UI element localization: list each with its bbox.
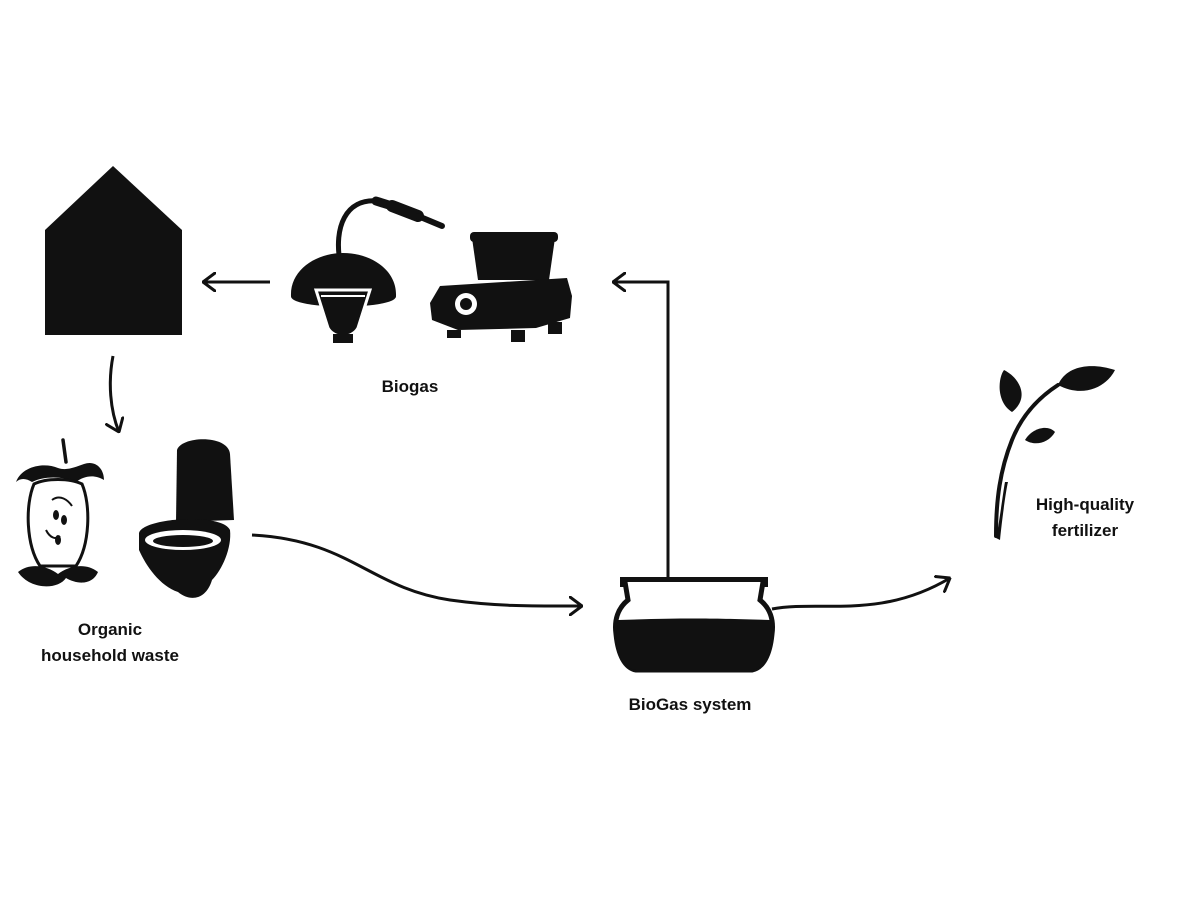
house-icon xyxy=(45,166,182,335)
fertilizer-label-line1: High-quality xyxy=(1035,495,1135,514)
arrow-waste-to-system xyxy=(251,533,582,606)
apple-core-icon xyxy=(16,438,104,587)
toilet-icon xyxy=(139,439,234,598)
biogas-system-label: BioGas system xyxy=(590,692,790,718)
lamp-icon xyxy=(290,196,445,343)
arrow-house-to-waste xyxy=(110,355,119,432)
arrow-system-to-fertilizer xyxy=(771,578,950,611)
fertilizer-label: High-quality fertilizer xyxy=(1010,492,1160,544)
biogas-label: Biogas xyxy=(350,374,470,400)
plant-icon xyxy=(994,366,1115,540)
organic-waste-label: Organic household waste xyxy=(10,617,210,669)
organic-waste-label-line1: Organic xyxy=(77,620,143,639)
biogas-tank-icon xyxy=(613,577,775,673)
arrow-system-to-stove xyxy=(613,282,670,578)
biogas-label-text: Biogas xyxy=(381,377,439,396)
biogas-system-label-text: BioGas system xyxy=(628,695,752,714)
stove-icon xyxy=(430,232,572,342)
organic-waste-label-line2: household waste xyxy=(41,646,179,665)
fertilizer-label-line2: fertilizer xyxy=(1051,521,1119,540)
